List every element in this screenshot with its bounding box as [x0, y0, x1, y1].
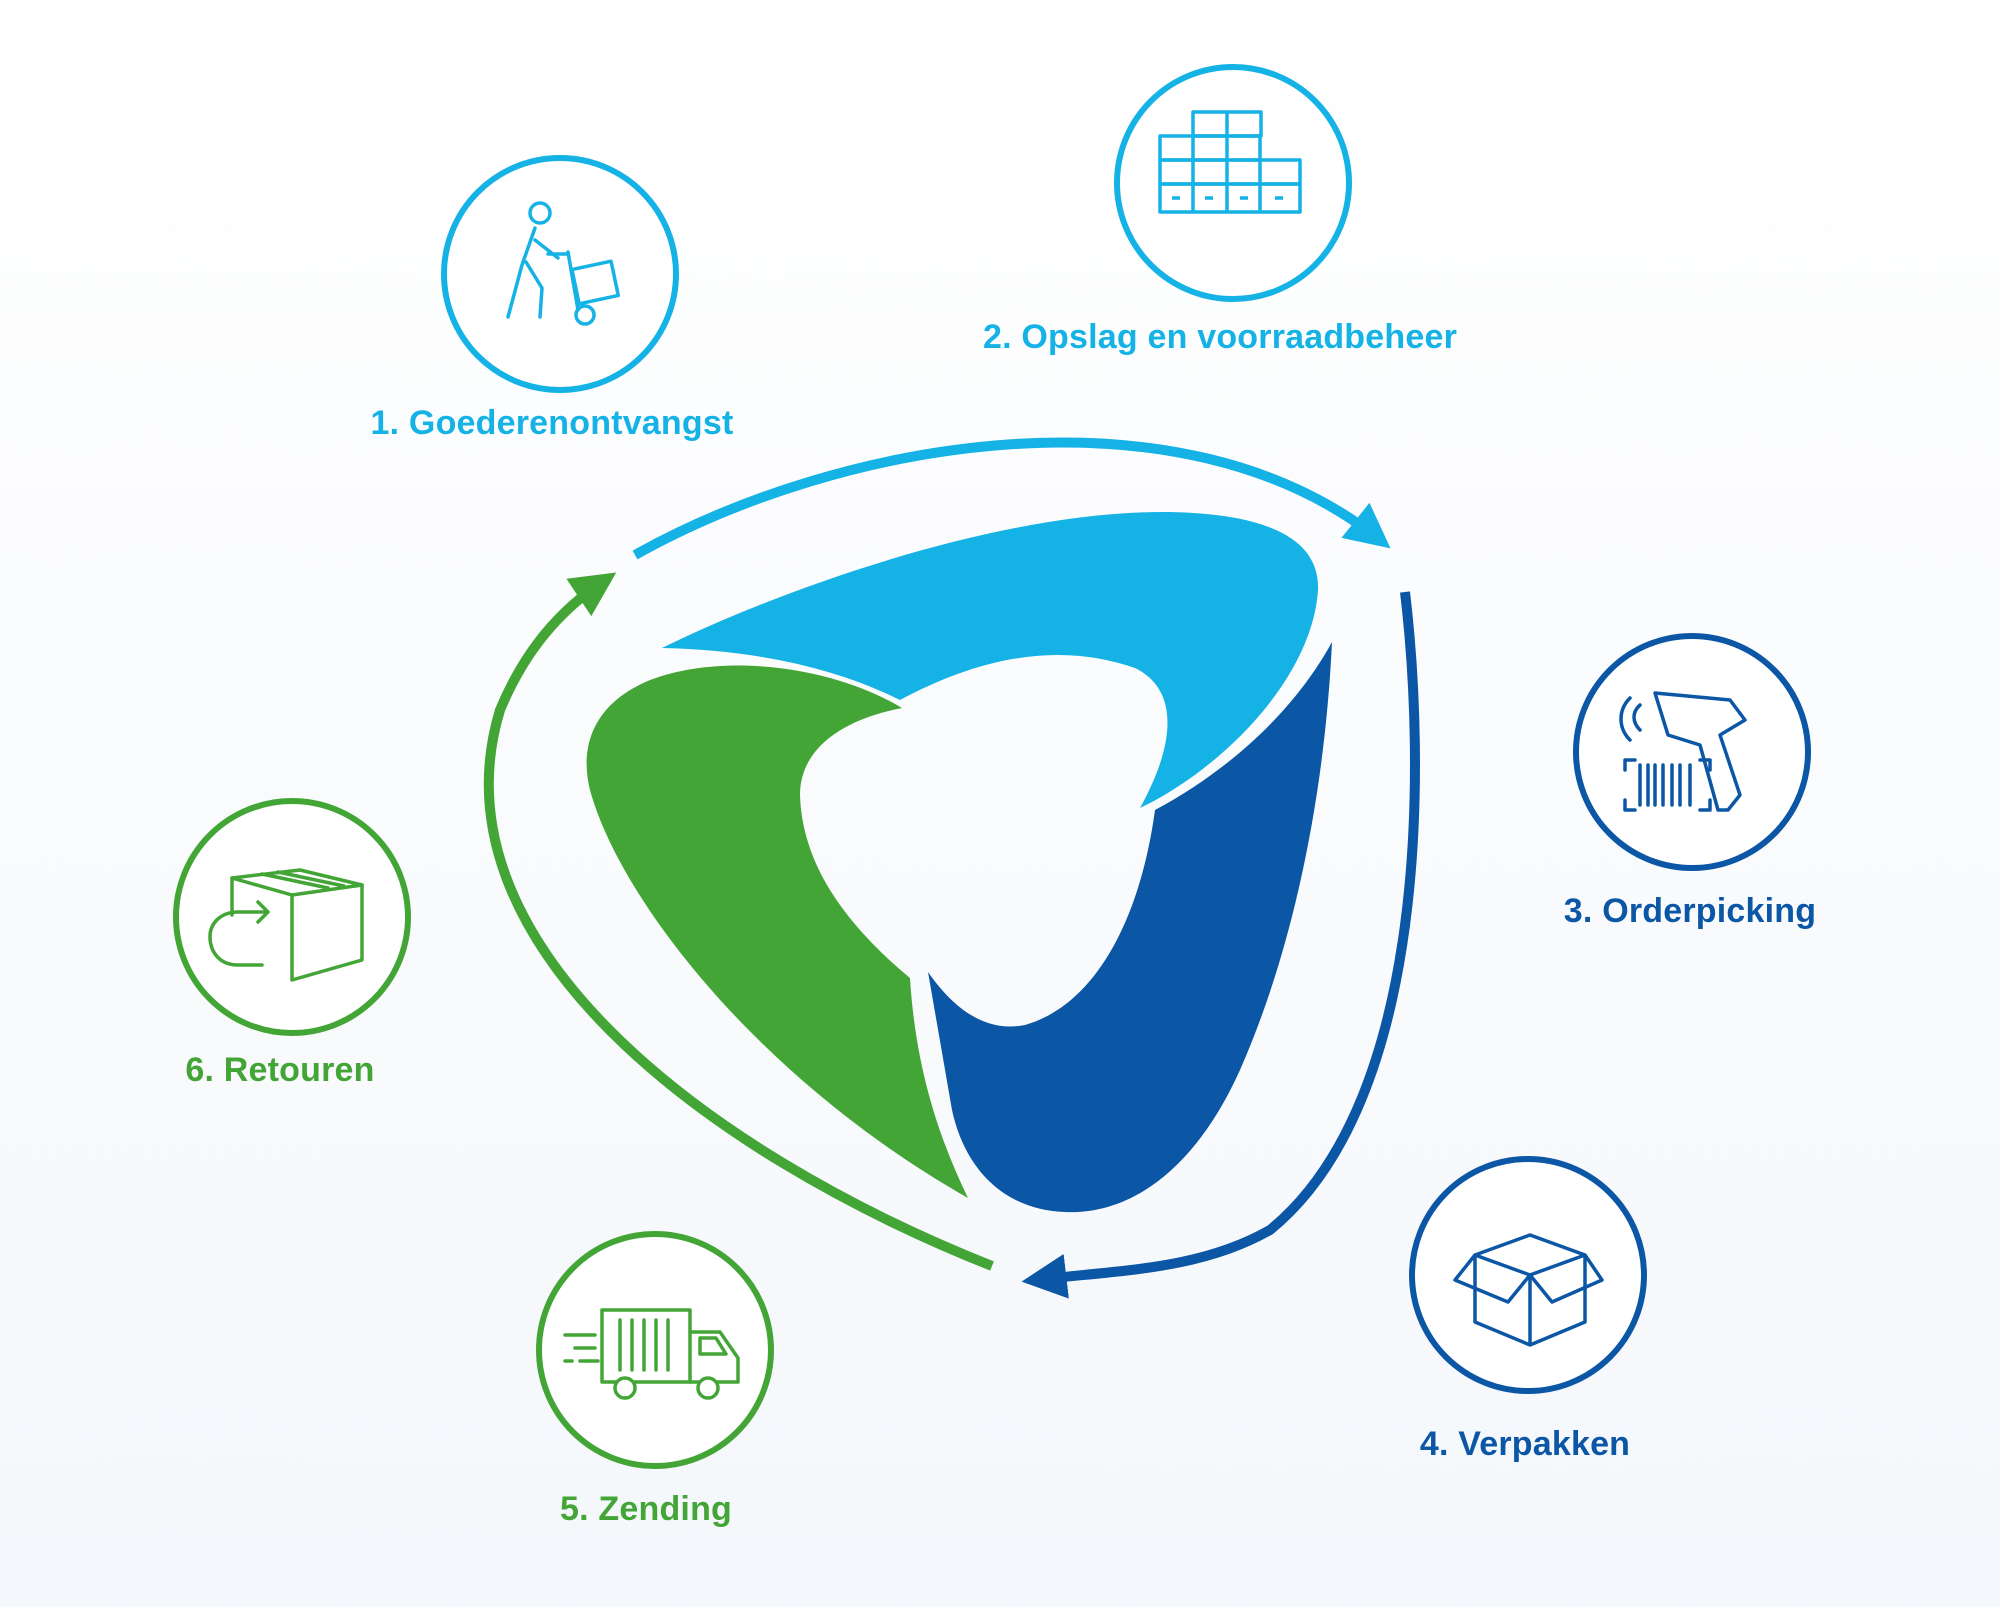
step-3-circle — [1573, 633, 1811, 871]
step-5-label: 5. Zending — [560, 1490, 732, 1528]
arrow-green — [483, 572, 994, 1271]
logo-blade-light-blue — [662, 511, 1319, 808]
delivery-truck-icon — [563, 1308, 740, 1400]
step-6-node — [173, 798, 411, 1036]
arrow-light-blue — [632, 437, 1391, 560]
step-6-label: 6. Retouren — [185, 1051, 375, 1089]
step-2-label: 2. Opslag en voorraadbeheer — [982, 318, 1458, 356]
return-box-icon — [208, 868, 364, 982]
barcode-scanner-icon — [1619, 691, 1747, 812]
hand-truck-worker-icon — [506, 201, 621, 326]
step-1-circle — [441, 155, 679, 393]
step-1-node — [441, 155, 679, 393]
logo-blade-green — [586, 665, 968, 1198]
cycle-arrows — [483, 437, 1420, 1299]
step-1-label: 1. Goederenontvangst — [370, 404, 734, 442]
stacked-boxes-icon — [1158, 110, 1302, 214]
step-4-label: 4. Verpakken — [1419, 1425, 1631, 1463]
open-box-icon — [1453, 1233, 1604, 1347]
logo-blade-dark-blue — [928, 642, 1332, 1213]
step-3-node — [1573, 633, 1811, 871]
arrow-dark-blue — [1021, 591, 1420, 1299]
step-5-node — [536, 1231, 774, 1469]
step-2-node — [1114, 64, 1352, 302]
cycle-logo — [586, 511, 1332, 1213]
step-3-label: 3. Orderpicking — [1563, 892, 1817, 930]
step-4-node — [1409, 1156, 1647, 1394]
